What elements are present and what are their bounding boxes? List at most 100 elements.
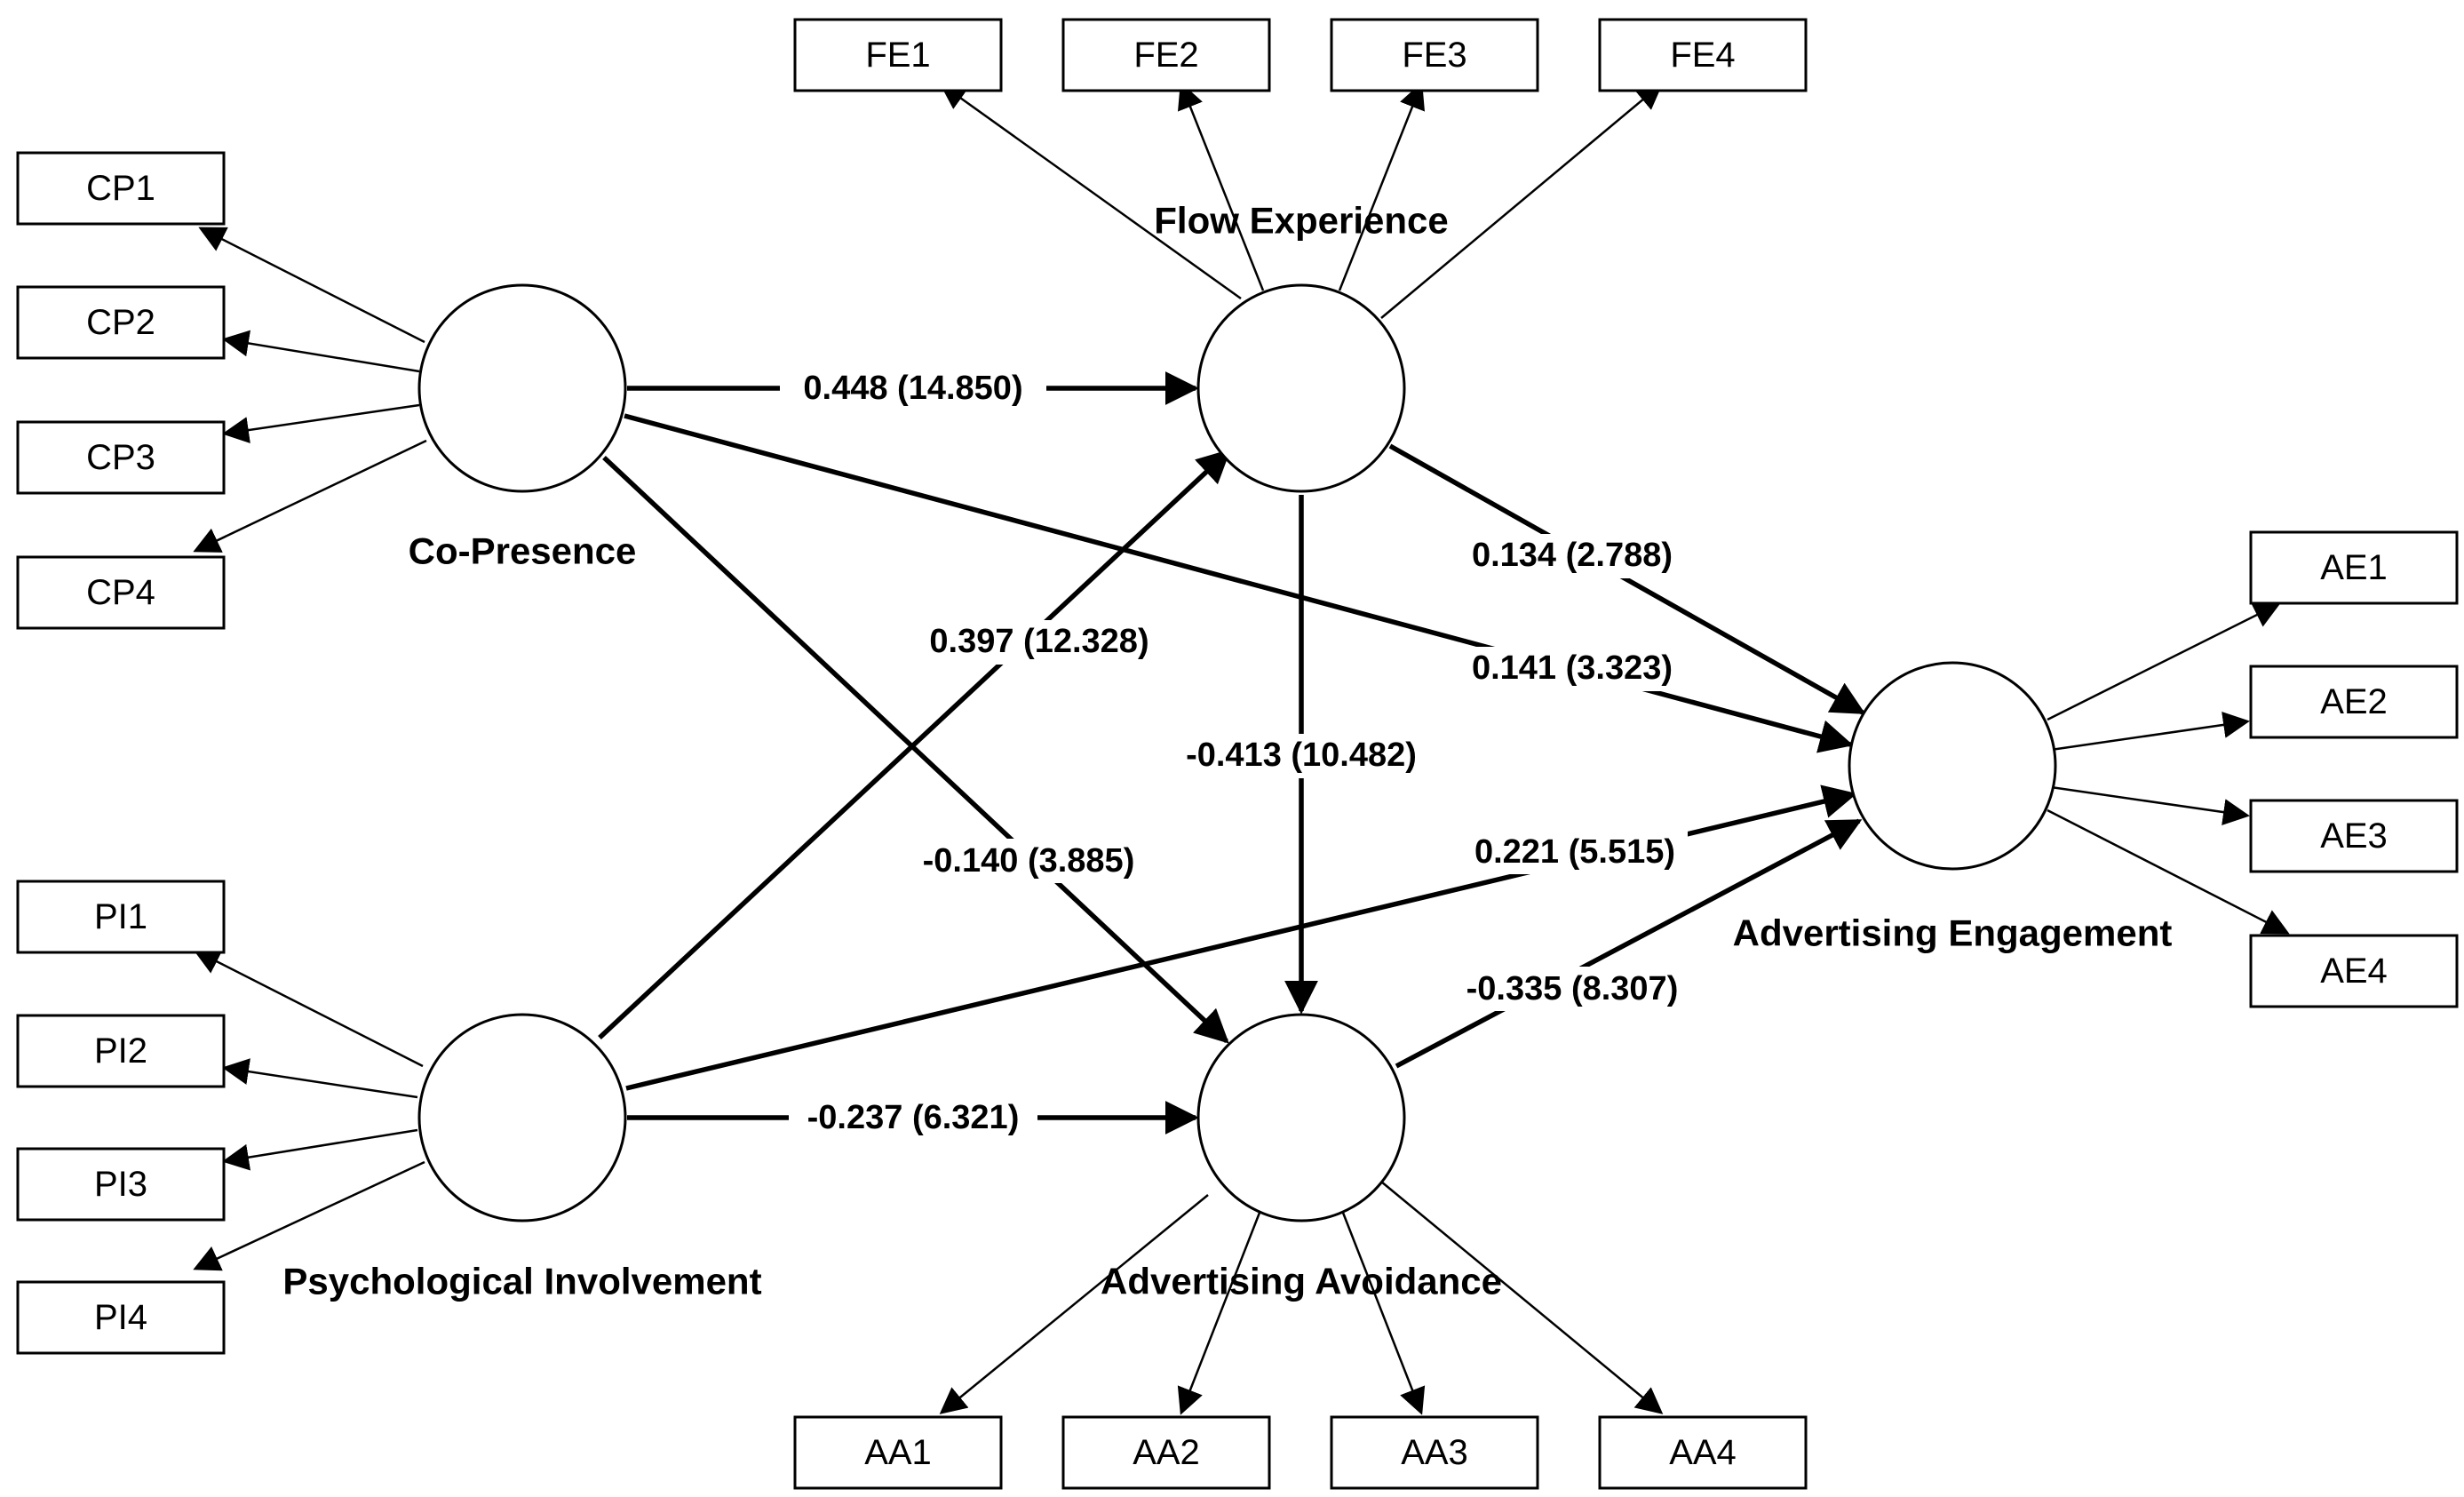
loading-arrow-aa1 [939, 1194, 1209, 1414]
path-arrow-aa-ae [1395, 818, 1863, 1069]
indicator-box-cp3: CP3 [16, 420, 226, 495]
loading-arrow-pi3 [222, 1128, 418, 1171]
coefficient-fe-aa: -0.413 (10.482) [1177, 734, 1443, 778]
indicator-label-fe1: FE1 [865, 36, 930, 75]
path-arrow-pi-fe [598, 449, 1231, 1040]
coefficient-aa-ae-text: -0.335 (8.307) [1466, 970, 1679, 1007]
coefficient-pi-ae-text: 0.221 (5.515) [1474, 833, 1675, 871]
indicator-label-aa1: AA1 [864, 1433, 932, 1472]
loading-arrow-cp3 [222, 403, 420, 443]
loading-arrow-aa4 [1380, 1181, 1664, 1414]
construct-circle-co-presence [417, 283, 627, 493]
loading-arrow-ae3 [2044, 784, 2250, 825]
construct-flow-experience: Flow Experience [1154, 200, 1449, 493]
indicator-box-fe3: FE3 [1330, 18, 1539, 92]
indicator-box-fe1: FE1 [793, 18, 1003, 92]
indicator-label-ae3: AE3 [2320, 816, 2388, 856]
coefficient-pi-ae: 0.221 (5.515) [1457, 830, 1688, 874]
construct-circle-flow-experience [1196, 283, 1406, 493]
coefficient-cp-ae-text: 0.141 (3.323) [1472, 649, 1673, 687]
indicator-box-fe2: FE2 [1061, 18, 1271, 92]
indicator-box-aa2: AA2 [1061, 1415, 1271, 1490]
coefficient-cp-aa: -0.140 (3.885) [906, 839, 1155, 883]
indicator-box-pi4: PI4 [16, 1280, 226, 1355]
loading-arrow-fe3 [1338, 82, 1425, 291]
indicator-label-cp2: CP2 [86, 303, 155, 342]
indicator-label-pi4: PI4 [94, 1298, 147, 1337]
loading-arrow-cp1 [198, 227, 425, 344]
indicator-box-cp4: CP4 [16, 555, 226, 630]
indicator-label-cp4: CP4 [86, 573, 155, 612]
indicator-box-ae4: AE4 [2249, 934, 2459, 1008]
coefficient-aa-ae: -0.335 (8.307) [1448, 967, 1697, 1011]
indicator-box-cp1: CP1 [16, 151, 226, 226]
construct-circle-advertising-avoidance [1196, 1013, 1406, 1222]
indicator-label-aa3: AA3 [1401, 1433, 1468, 1472]
indicator-label-ae2: AE2 [2320, 682, 2388, 721]
loading-arrow-pi4 [193, 1160, 425, 1271]
indicator-box-aa4: AA4 [1598, 1415, 1808, 1490]
indicator-box-pi3: PI3 [16, 1147, 226, 1222]
indicator-label-ae4: AE4 [2320, 952, 2388, 991]
loading-arrow-cp4 [193, 439, 427, 553]
construct-advertising-engagement: Advertising Engagement [1733, 661, 2173, 954]
indicator-label-fe4: FE4 [1670, 36, 1735, 75]
indicator-label-pi1: PI1 [94, 897, 147, 936]
measurement-arrows [193, 82, 2290, 1415]
coefficient-fe-ae: 0.134 (2.788) [1457, 534, 1688, 578]
coefficient-cp-aa-text: -0.140 (3.885) [923, 842, 1135, 880]
loading-arrow-pi1 [193, 949, 424, 1068]
loading-arrow-aa3 [1341, 1212, 1426, 1415]
loading-arrow-fe2 [1178, 82, 1265, 291]
coefficient-pi-aa: -0.237 (6.321) [789, 1095, 1037, 1140]
coefficient-fe-ae-text: 0.134 (2.788) [1472, 537, 1673, 574]
loading-arrow-cp2 [222, 330, 420, 373]
coefficient-pi-aa-text: -0.237 (6.321) [807, 1099, 1020, 1136]
coefficient-fe-aa-text: -0.413 (10.482) [1186, 737, 1417, 774]
indicator-box-ae2: AE2 [2249, 665, 2459, 739]
indicator-label-fe2: FE2 [1133, 36, 1198, 75]
indicator-box-ae1: AE1 [2249, 530, 2459, 605]
indicator-box-cp2: CP2 [16, 285, 226, 360]
loading-arrow-pi2 [222, 1058, 418, 1099]
construct-label-advertising-engagement: Advertising Engagement [1733, 912, 2173, 954]
coefficient-cp-ae: 0.141 (3.323) [1457, 647, 1688, 691]
indicator-label-fe3: FE3 [1402, 36, 1466, 75]
indicator-label-cp1: CP1 [86, 169, 155, 208]
indicator-box-pi1: PI1 [16, 880, 226, 954]
indicator-label-pi2: PI2 [94, 1031, 147, 1071]
construct-circle-psychological-involvement [417, 1013, 627, 1222]
indicator-label-pi3: PI3 [94, 1165, 147, 1204]
construct-co-presence: Co-Presence [409, 283, 637, 572]
loading-arrow-ae4 [2047, 808, 2290, 935]
indicator-label-cp3: CP3 [86, 438, 155, 477]
construct-label-advertising-avoidance: Advertising Avoidance [1101, 1261, 1502, 1302]
construct-label-co-presence: Co-Presence [409, 530, 637, 572]
indicator-label-ae1: AE1 [2320, 548, 2388, 587]
indicator-label-aa4: AA4 [1669, 1433, 1737, 1472]
indicator-box-pi2: PI2 [16, 1014, 226, 1088]
loading-arrow-ae1 [2047, 602, 2281, 721]
construct-label-flow-experience: Flow Experience [1154, 200, 1448, 242]
coefficient-cp-fe: 0.448 (14.850) [780, 366, 1046, 410]
construct-psychological-involvement: Psychological Involvement [282, 1013, 762, 1302]
loading-arrow-ae2 [2044, 712, 2250, 752]
indicator-box-ae3: AE3 [2249, 799, 2459, 873]
path-coefficients: 0.448 (14.850) 0.141 (3.323) -0.140 (3.8… [780, 366, 1697, 1140]
indicator-box-aa3: AA3 [1330, 1415, 1539, 1490]
construct-label-psychological-involvement: Psychological Involvement [282, 1261, 761, 1302]
path-arrow-fe-ae [1388, 443, 1866, 715]
coefficient-pi-fe-text: 0.397 (12.328) [929, 623, 1149, 660]
indicator-box-fe4: FE4 [1598, 18, 1808, 92]
loading-arrow-fe1 [939, 83, 1242, 300]
indicator-label-aa2: AA2 [1133, 1433, 1200, 1472]
construct-advertising-avoidance: Advertising Avoidance [1101, 1013, 1502, 1302]
loading-arrow-fe4 [1380, 83, 1664, 319]
coefficient-pi-fe: 0.397 (12.328) [913, 620, 1171, 665]
indicator-box-aa1: AA1 [793, 1415, 1003, 1490]
construct-circle-advertising-engagement [1848, 661, 2057, 871]
coefficient-cp-fe-text: 0.448 (14.850) [803, 370, 1022, 407]
loading-arrow-aa2 [1177, 1212, 1261, 1415]
path-arrow-cp-aa [602, 455, 1229, 1044]
